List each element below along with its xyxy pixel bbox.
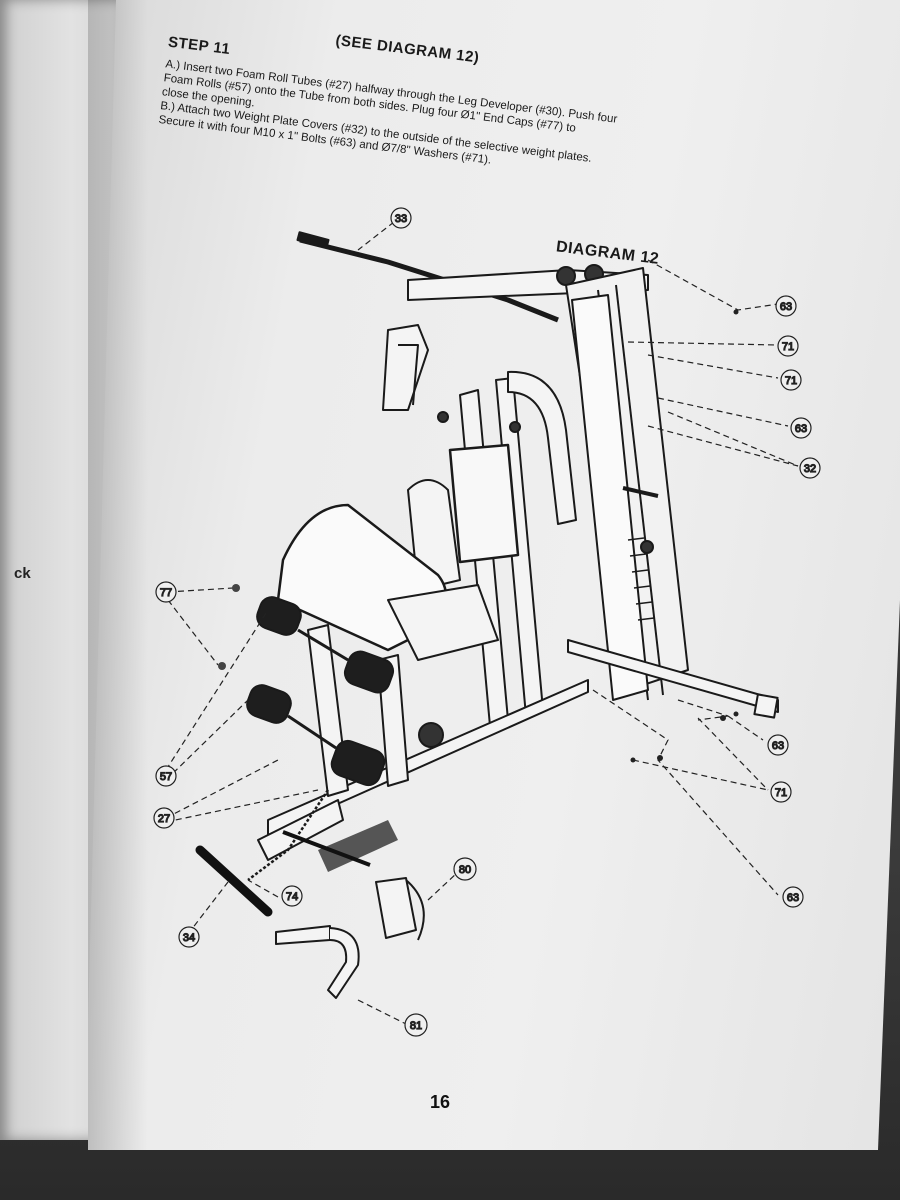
svg-text:74: 74 [286,891,298,903]
svg-text:34: 34 [183,932,195,944]
hardware-bolts [218,309,739,763]
exploded-assembly-diagram: 33 63 71 71 63 32 77 57 27 34 74 80 81 6… [153,207,821,1037]
svg-text:63: 63 [787,892,799,904]
page-number: 16 [430,1092,451,1112]
callout-27: 27 [153,807,175,829]
svg-text:33: 33 [395,213,407,225]
svg-text:63: 63 [772,740,784,752]
callout-63-bottom: 63 [782,886,804,908]
callout-81: 81 [404,1013,428,1037]
home-gym-frame [195,231,779,999]
callout-71-lower: 71 [770,781,792,803]
svg-text:77: 77 [160,587,172,599]
svg-text:57: 57 [160,771,172,783]
callout-63-lower: 63 [767,734,789,756]
left-page-edge-text: ck [14,565,31,582]
svg-text:71: 71 [775,787,787,799]
callout-57: 57 [155,765,177,787]
page-fold-shadow [88,0,148,1150]
svg-text:63: 63 [795,423,807,435]
callout-32: 32 [799,457,821,479]
callout-71-top: 71 [777,335,799,357]
svg-text:71: 71 [785,375,797,387]
svg-text:32: 32 [804,463,816,475]
svg-text:80: 80 [459,864,471,876]
svg-text:63: 63 [780,301,792,313]
callout-63-top: 63 [775,295,797,317]
svg-text:71: 71 [782,341,794,353]
callout-34: 34 [178,926,200,948]
callout-71-mid: 71 [780,369,802,391]
manual-page: STEP 11 (SEE DIAGRAM 12) A.) Insert two … [88,0,900,1150]
leader-lines [165,221,799,1026]
svg-text:27: 27 [158,813,170,825]
callout-74: 74 [281,885,303,907]
callout-33: 33 [390,207,412,229]
callout-77: 77 [155,581,177,603]
callout-80: 80 [453,857,477,881]
svg-text:81: 81 [410,1020,422,1032]
callout-63-mid: 63 [790,417,812,439]
